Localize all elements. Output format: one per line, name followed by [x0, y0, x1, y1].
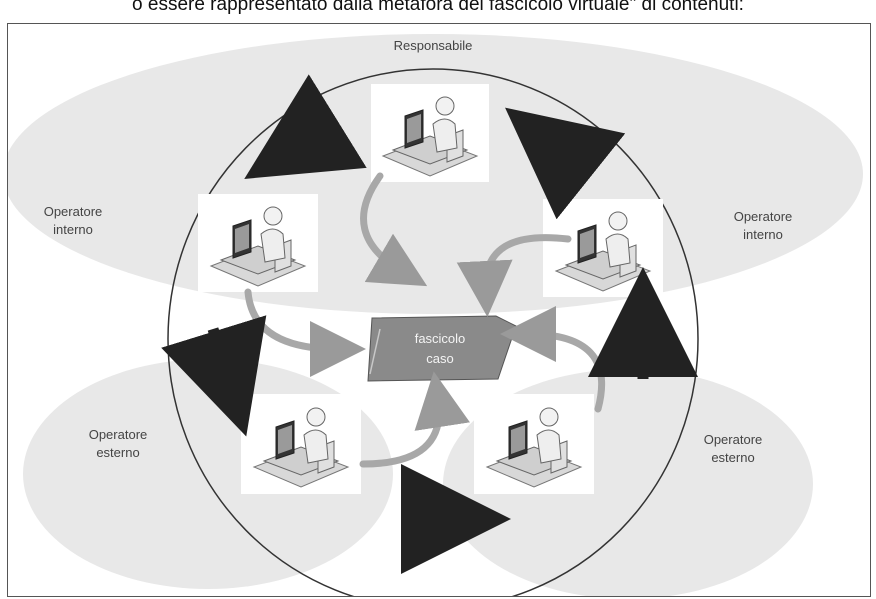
person-interno-left: [198, 194, 318, 292]
arrow-dark-left: [161, 315, 267, 437]
caption-text: o essere rappresentato dalla metafora de…: [132, 0, 744, 15]
label-operatore-esterno-right-2: esterno: [711, 450, 754, 465]
arrow-dark-top-left: [244, 74, 367, 179]
label-operatore-interno-left-1: Operatore: [44, 204, 103, 219]
diagram-frame: Responsabile Operatore interno Operatore…: [7, 23, 871, 597]
center-label-1: fascicolo: [415, 331, 466, 346]
dark-flow-arrows: [161, 74, 698, 574]
grey-flow-arrows: [244, 172, 606, 468]
center-label-2: caso: [426, 351, 453, 366]
workflow-diagram: Responsabile Operatore interno Operatore…: [8, 34, 863, 596]
fascicolo-caso-box: fascicolo caso: [367, 315, 517, 382]
arrow-dark-top-right: [505, 107, 626, 220]
label-operatore-interno-left-2: interno: [53, 222, 93, 237]
label-operatore-esterno-right-1: Operatore: [704, 432, 763, 447]
label-operatore-esterno-left-2: esterno: [96, 445, 139, 460]
person-responsabile: [371, 84, 489, 182]
label-operatore-esterno-left-1: Operatore: [89, 427, 148, 442]
person-esterno-left: [241, 394, 361, 494]
label-operatore-interno-right-1: Operatore: [734, 209, 793, 224]
label-responsabile: Responsabile: [394, 38, 473, 53]
person-esterno-right: [474, 394, 594, 494]
person-interno-right: [543, 199, 663, 297]
label-operatore-interno-right-2: interno: [743, 227, 783, 242]
